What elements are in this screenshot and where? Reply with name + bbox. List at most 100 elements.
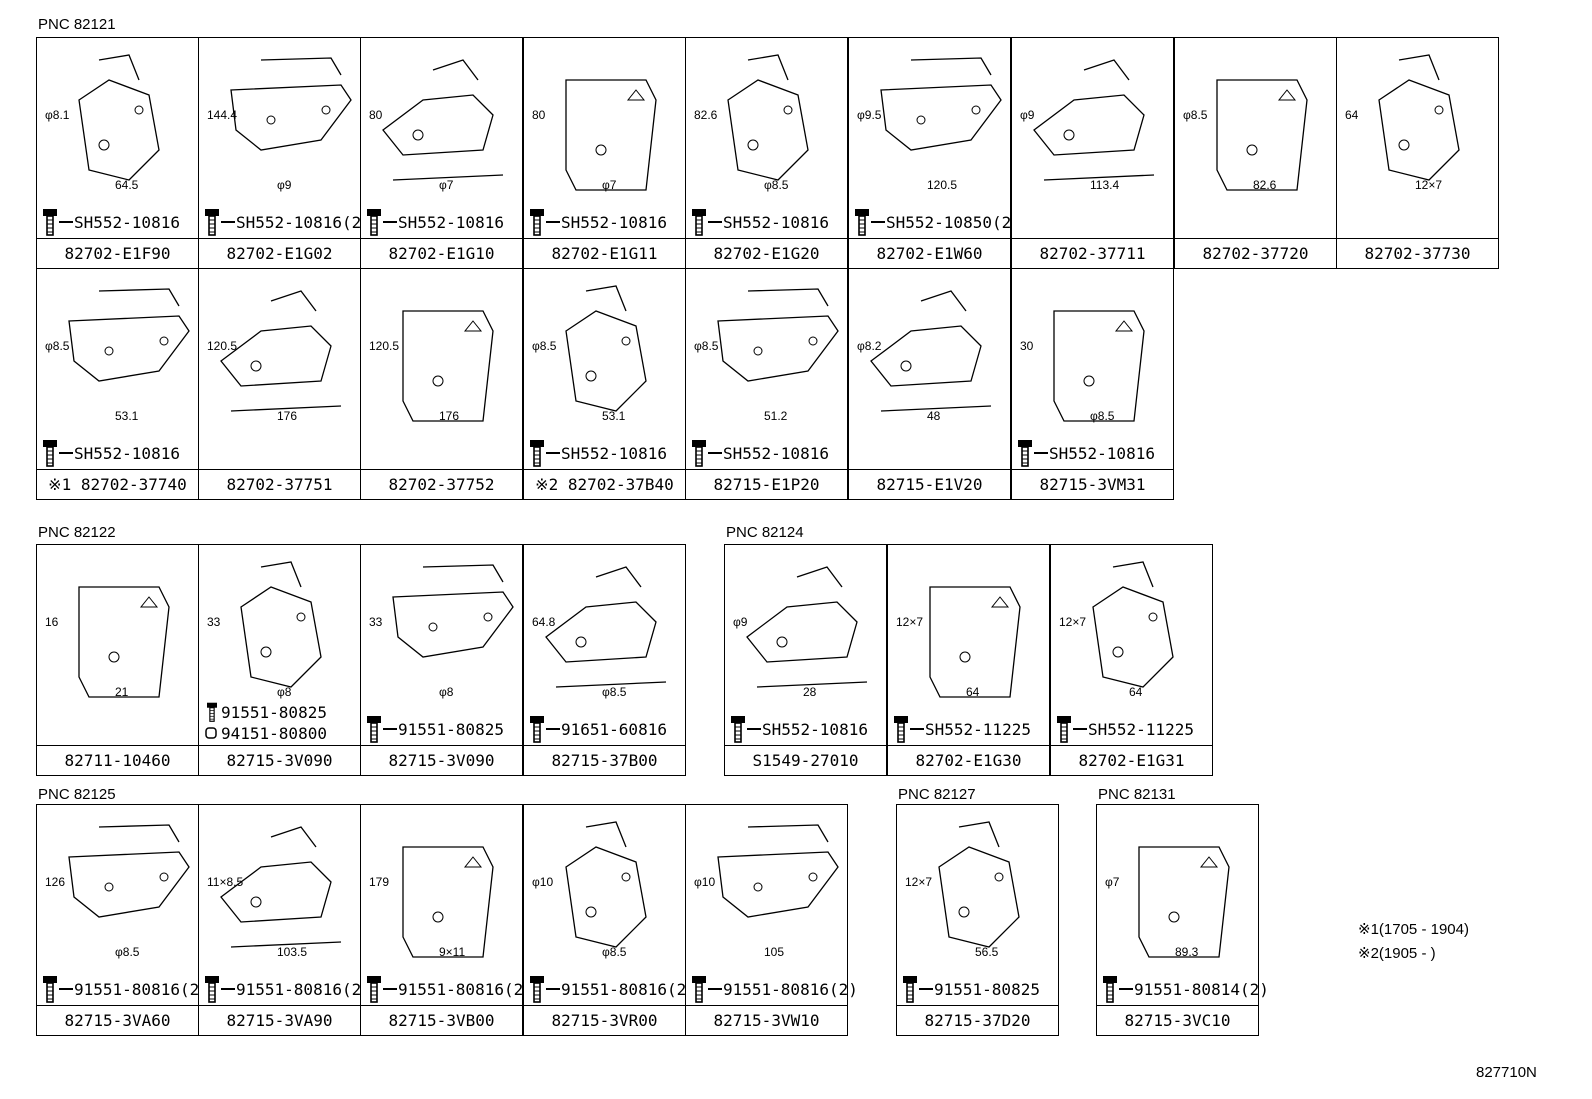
dimension-label: φ8 <box>439 685 454 699</box>
dimension-label: φ8.5 <box>532 339 557 353</box>
fastener-callout: SH552-11225 <box>1055 714 1212 744</box>
bracket-drawing <box>68 288 190 382</box>
pnc-label-82125: PNC 82125 <box>38 786 116 803</box>
part-number[interactable]: 82702-E1G20 <box>686 238 847 268</box>
part-number[interactable]: 82715-E1V20 <box>849 469 1010 499</box>
part-number[interactable]: 82702-E1G10 <box>361 238 522 268</box>
part-cell: 120.5 176 82702-37752 <box>360 268 523 500</box>
fastener-callout: 94151-80800 <box>203 722 327 744</box>
dimension-label: 80 <box>532 108 546 122</box>
dimension-label: 120.5 <box>207 339 238 353</box>
part-number[interactable]: 82702-E1G31 <box>1051 745 1212 775</box>
fastener-callout: SH552-10850(2) <box>853 207 1021 237</box>
part-number[interactable]: 82715-37B00 <box>524 745 685 775</box>
bracket-drawing <box>870 290 992 412</box>
bracket-drawing <box>68 824 190 918</box>
dimension-label: 105 <box>764 945 785 959</box>
part-number[interactable]: S1549-27010 <box>725 745 886 775</box>
fastener-callout: SH552-10816 <box>690 438 847 468</box>
dimension-label: 28 <box>803 685 817 699</box>
bracket-drawing <box>565 79 657 191</box>
bracket-drawing <box>717 288 839 382</box>
dimension-label: 89.3 <box>1175 945 1199 959</box>
part-number[interactable]: 82702-E1G02 <box>199 238 360 268</box>
bracket-drawing <box>230 57 352 151</box>
part-number[interactable]: 82715-3V090 <box>361 745 522 775</box>
bracket-drawing <box>402 310 494 422</box>
part-number[interactable]: 82715-3VB00 <box>361 1005 522 1035</box>
fastener-callout: SH552-10816 <box>528 438 685 468</box>
fastener-callout: SH552-10816 <box>41 207 198 237</box>
part-number[interactable]: 82715-3V090 <box>199 745 360 775</box>
fastener-callout: 91551-80814(2) <box>1101 974 1269 1004</box>
part-number[interactable]: 82702-E1G11 <box>524 238 685 268</box>
bracket-drawing <box>220 826 342 948</box>
bracket-drawing <box>565 285 647 412</box>
part-number[interactable]: 82702-37711 <box>1012 238 1173 268</box>
part-number[interactable]: 82702-37730 <box>1337 238 1498 268</box>
dimension-label: 64.5 <box>115 178 139 192</box>
part-number[interactable]: 82715-3VR00 <box>524 1005 685 1035</box>
dimension-label: 33 <box>369 615 383 629</box>
bracket-drawing <box>382 59 504 181</box>
dimension-label: 64 <box>1345 108 1359 122</box>
bracket-drawing <box>1138 846 1230 958</box>
bracket-drawing <box>1378 54 1460 181</box>
bracket-drawing <box>1053 310 1145 422</box>
dimension-label: 64 <box>966 685 980 699</box>
bracket-drawing <box>938 821 1020 948</box>
part-number[interactable]: 82702-37752 <box>361 469 522 499</box>
bracket-drawing <box>545 566 667 688</box>
fastener-callout: SH552-11225 <box>892 714 1049 744</box>
dimension-label: 179 <box>369 875 390 889</box>
dimension-label: 176 <box>439 409 460 423</box>
dimension-label: φ8.5 <box>602 685 627 699</box>
dimension-label: φ9.5 <box>857 108 882 122</box>
dimension-label: 11×8.5 <box>207 875 244 889</box>
dimension-label: 126 <box>45 875 66 889</box>
diagram-code: 827710N <box>1476 1064 1537 1081</box>
part-number[interactable]: 82715-3VA90 <box>199 1005 360 1035</box>
dimension-label: 120.5 <box>369 339 400 353</box>
fastener-callout: 91551-80825 <box>365 714 522 744</box>
part-number[interactable]: 82702-E1W60 <box>849 238 1010 268</box>
part-number[interactable]: ※1 82702-37740 <box>37 469 198 499</box>
part-number[interactable]: ※2 82702-37B40 <box>524 469 685 499</box>
dimension-label: 12×7 <box>1415 178 1443 192</box>
part-number[interactable]: 82715-3VA60 <box>37 1005 198 1035</box>
fastener-callout: SH552-10816 <box>690 207 847 237</box>
dimension-label: 12×7 <box>896 615 924 629</box>
part-number[interactable]: 82711-10460 <box>37 745 198 775</box>
part-number[interactable]: 82715-E1P20 <box>686 469 847 499</box>
note-1: ※1(1705 - 1904) <box>1358 921 1469 938</box>
part-number[interactable]: 82702-37720 <box>1175 238 1336 268</box>
part-number[interactable]: 82702-E1F90 <box>37 238 198 268</box>
dimension-label: φ7 <box>1105 875 1120 889</box>
part-number[interactable]: 82715-37D20 <box>897 1005 1058 1035</box>
part-number[interactable]: 82702-37751 <box>199 469 360 499</box>
dimension-label: 51.2 <box>764 409 788 423</box>
fastener-callout: SH552-10816 <box>528 207 685 237</box>
part-number[interactable]: 82715-3VW10 <box>686 1005 847 1035</box>
dimension-label: φ8.5 <box>1090 409 1115 423</box>
part-number[interactable]: 82715-3VC10 <box>1097 1005 1258 1035</box>
pnc-label-82121: PNC 82121 <box>38 16 116 33</box>
dimension-label: 21 <box>115 685 129 699</box>
dimension-label: φ7 <box>439 178 454 192</box>
part-number[interactable]: 82702-E1G30 <box>888 745 1049 775</box>
bracket-drawing <box>1092 561 1174 688</box>
bracket-drawing <box>78 54 160 181</box>
fastener-callout: SH552-10816(2) <box>203 207 371 237</box>
part-number[interactable]: 82715-3VM31 <box>1012 469 1173 499</box>
dimension-label: 33 <box>207 615 221 629</box>
